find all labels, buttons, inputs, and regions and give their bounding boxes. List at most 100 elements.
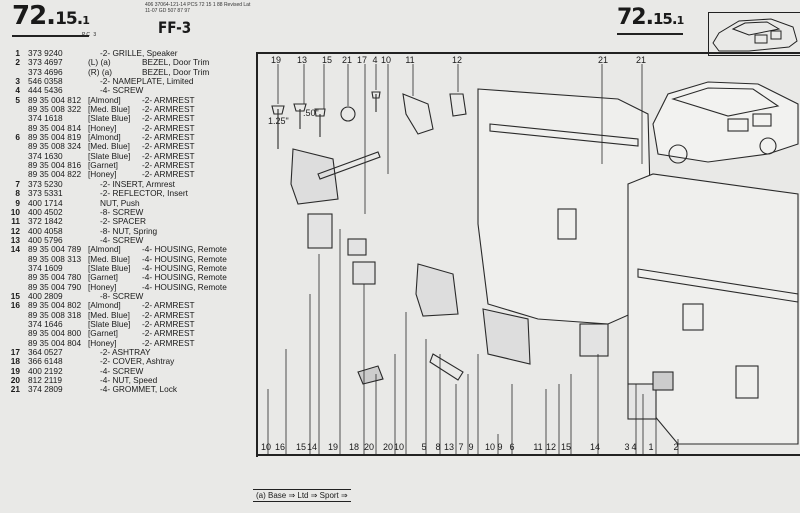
part-description: -4- HOUSING, Remote <box>142 244 227 255</box>
callout-bottom: 8 <box>435 442 441 452</box>
catalog-codes: 406 37064-121-14 PCS 72 15 1 88 Revised … <box>145 2 251 14</box>
part-number: 374 1630 <box>28 150 63 161</box>
color-variant: [Garnet] <box>88 272 118 283</box>
part-number: 373 9240 <box>28 48 63 58</box>
color-variant: [Slate Blue] <box>88 318 131 329</box>
color-variant: [Med. Blue] <box>88 104 130 115</box>
part-description: -2- ASHTRAY <box>100 347 151 357</box>
part-description: -2- ARMREST <box>142 141 195 152</box>
callout-bottom: 11 <box>533 442 543 452</box>
item-number: 11 <box>11 216 20 227</box>
section-sub: 15. <box>55 9 83 29</box>
part-description: NUT, Push <box>100 197 140 208</box>
diagram-baseline <box>256 454 800 456</box>
callout-bottom: 9 <box>497 442 503 452</box>
part-number: 89 35 004 780 <box>28 272 82 283</box>
armrest-middle <box>415 263 459 317</box>
part-number: 89 35 004 804 <box>28 337 82 348</box>
color-variant: [Honey] <box>88 281 117 292</box>
part-number: 89 35 004 812 <box>28 94 82 105</box>
item-number: 5 <box>15 94 20 105</box>
section-sub: 15. <box>652 10 678 28</box>
color-variant: [Almond] <box>88 300 121 311</box>
color-variant: [Garnet] <box>88 328 118 339</box>
part-number: 400 2809 <box>28 290 63 301</box>
parts-list-row: 89 35 008 322[Med. Blue]-2- ARMREST <box>0 104 255 115</box>
item-number: 2 <box>15 57 20 68</box>
part-description: -2- ARMREST <box>142 113 195 124</box>
section-number: 72.15.1 <box>12 2 90 37</box>
parts-list-row: 89 35 004 800[Garnet]-2- ARMREST <box>0 328 255 339</box>
color-variant: [Slate Blue] <box>88 262 131 273</box>
part-number: 400 2192 <box>28 365 63 376</box>
parts-list-row: 374 1630[Slate Blue]-2- ARMREST <box>0 150 255 161</box>
part-description: -4- NUT, Speed <box>100 375 158 386</box>
parts-list-row: 89 35 004 822[Honey]-2- ARMREST <box>0 170 255 180</box>
part-description: -4- GROMMET, Lock <box>100 384 177 395</box>
callout-bottom: 18 <box>348 442 360 452</box>
callout-top: 4 <box>372 55 378 65</box>
callout-bottom: 14 <box>589 442 601 452</box>
item-number: 8 <box>15 188 20 199</box>
part-number: 374 1618 <box>28 113 63 124</box>
color-variant: [Slate Blue] <box>88 113 131 124</box>
item-number: 14 <box>10 244 20 255</box>
part-description: -2- ARMREST <box>142 94 195 105</box>
parts-list-row: 89 35 008 318[Med. Blue]-2- ARMREST <box>0 310 255 320</box>
callout-bottom: 1 <box>648 442 654 452</box>
callout-bottom: 2 <box>673 442 679 452</box>
parts-list-row: 374 1646 [Slate Blue] -2- ARMREST <box>0 318 255 329</box>
callout-bottom: 15 <box>560 442 572 452</box>
part-description: -2- GRILLE, Speaker <box>100 48 178 58</box>
part-number: 400 1714 <box>28 197 63 208</box>
callout-top: 17 <box>356 55 368 65</box>
part-description: -2- ARMREST <box>142 150 195 161</box>
item-number: 7 <box>15 178 20 189</box>
color-variant: [Med. Blue] <box>88 141 130 152</box>
part-description: BEZEL, Door Trim <box>142 57 210 68</box>
part-number: 374 1646 <box>28 318 63 329</box>
part-number: 812 2119 <box>28 375 62 386</box>
model-code: FF-3 <box>158 18 192 37</box>
dimension-125: 1.25" <box>268 116 289 126</box>
color-variant: (R) (a) <box>88 66 112 77</box>
callout-bottom: 10 <box>484 442 496 452</box>
section-minor: 1 <box>676 14 685 27</box>
part-description: -2- ARMREST <box>142 104 195 115</box>
parts-list-row: 89 35 004 790[Honey]-4- HOUSING, Remote <box>0 281 255 292</box>
part-description: -8- NUT, Spring <box>100 225 158 236</box>
callout-top: 15 <box>321 55 333 65</box>
callout-top: 11 <box>405 55 415 65</box>
part-description: -2- ARMREST <box>142 132 195 143</box>
item-number: 1 <box>15 48 20 58</box>
part-description: BEZEL, Door Trim <box>142 66 210 77</box>
callout-bottom: 12 <box>545 442 557 452</box>
color-variant: [Honey] <box>88 122 117 133</box>
item-number: 21 <box>10 384 20 395</box>
part-number: 89 35 004 814 <box>28 122 82 133</box>
vehicle-thumbnail <box>708 12 800 56</box>
callout-bottom: 9 <box>468 442 474 452</box>
color-variant: [Honey] <box>88 337 117 348</box>
item-number: 6 <box>15 132 20 143</box>
part-description: -8- SCREW <box>100 290 144 301</box>
callout-bottom: 7 <box>458 442 464 452</box>
part-description: -2- COVER, Ashtray <box>100 356 175 367</box>
part-description: -4- HOUSING, Remote <box>142 262 227 273</box>
item-number: 19 <box>10 365 20 376</box>
part-description: -2- ARMREST <box>142 318 195 329</box>
part-description: -2- ARMREST <box>142 300 195 311</box>
part-number: 89 35 008 324 <box>28 141 82 152</box>
callout-top: 10 <box>380 55 392 65</box>
door-trim-panel-rear <box>477 88 654 325</box>
